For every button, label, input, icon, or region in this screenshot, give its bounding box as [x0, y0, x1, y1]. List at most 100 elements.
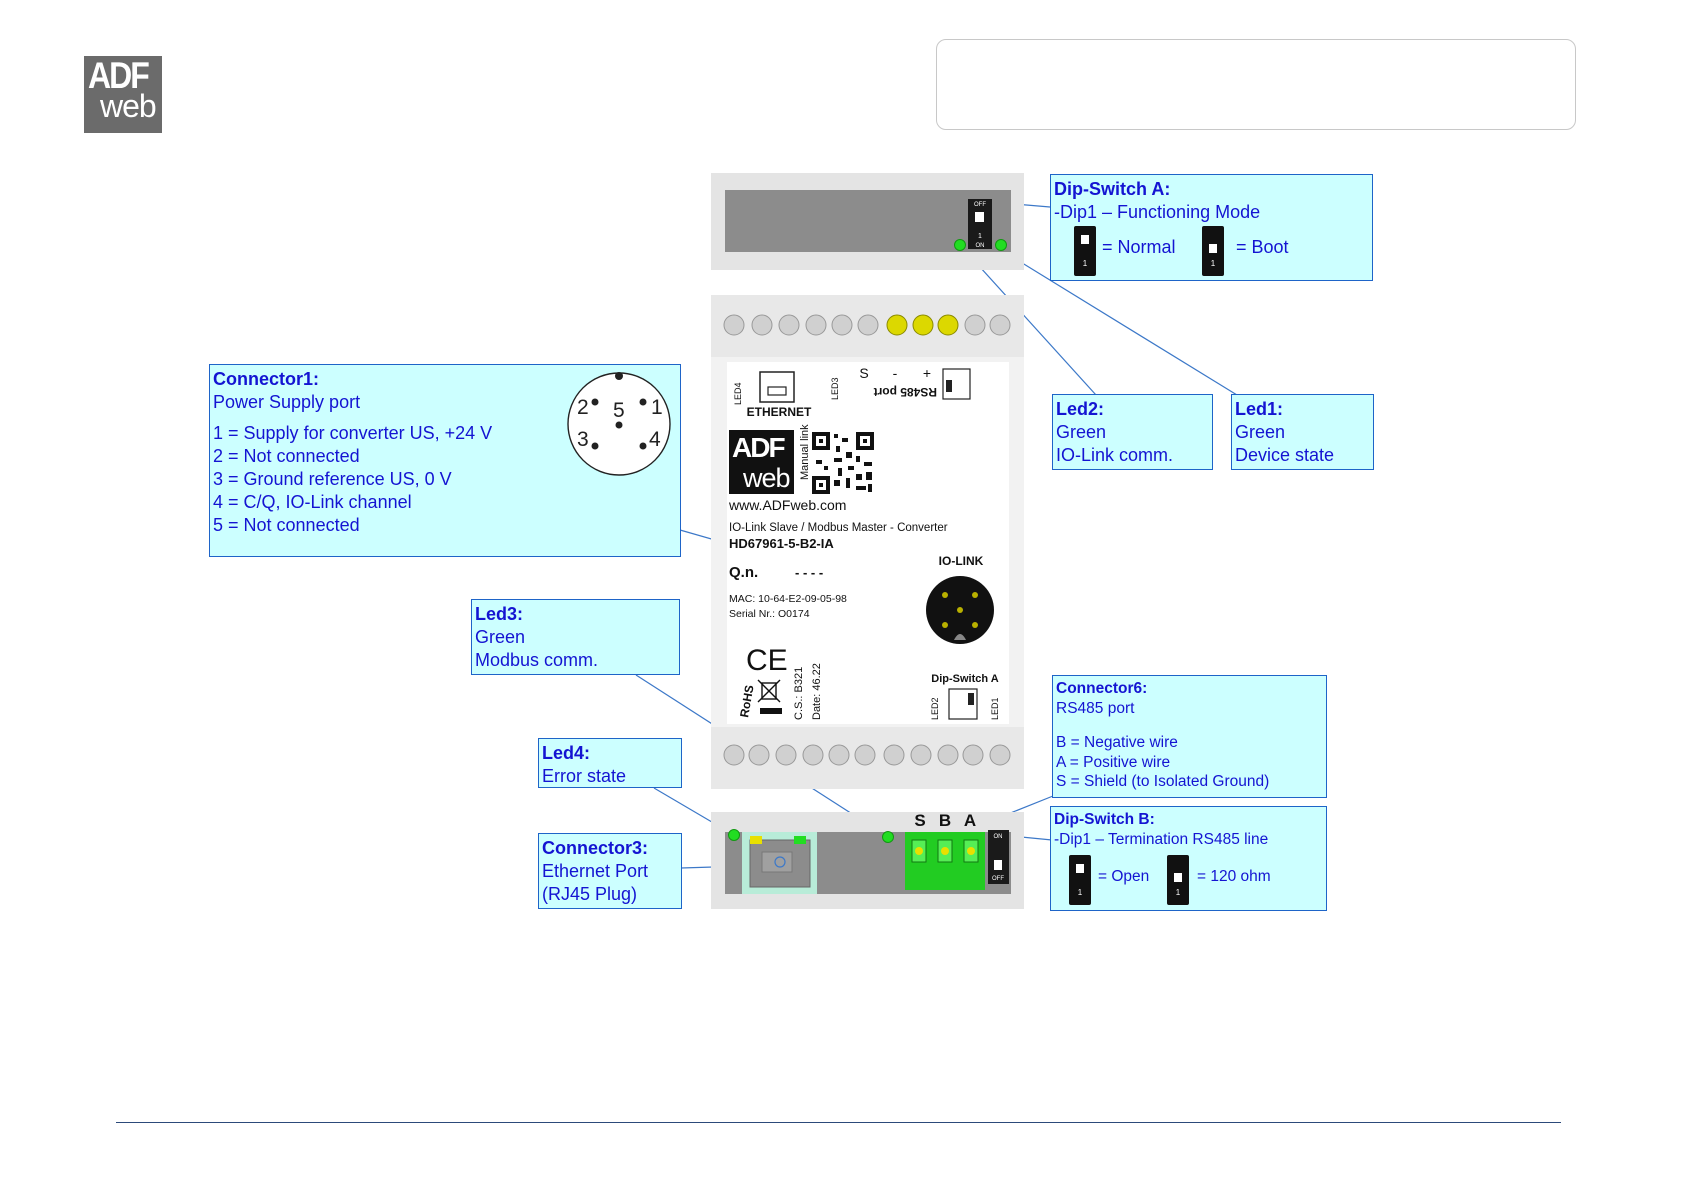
- dip-switch-b-device[interactable]: [988, 830, 1009, 884]
- connector1-pin2: 2 = Not connected: [213, 446, 360, 466]
- weee-bin-icon: [757, 679, 781, 703]
- led2-device-text: LED2: [930, 697, 940, 720]
- callout-led1: Led1: Green Device state: [1231, 394, 1374, 470]
- label-brand-logo: [729, 430, 794, 494]
- connector6-line1: RS485 port: [1056, 699, 1135, 717]
- dip-a-one-text: 1: [978, 233, 982, 240]
- led3-line2: Modbus comm.: [475, 650, 599, 670]
- dip-switch-a-knob: [975, 212, 984, 222]
- rohs-text: RoHS: [737, 684, 756, 719]
- connector6-line4: S = Shield (to Isolated Ground): [1056, 773, 1270, 790]
- led3-indicator: [882, 831, 894, 843]
- label-brand-adf: ADF: [732, 432, 785, 463]
- connector3-title: Connector3:: [542, 838, 649, 858]
- rs485-port-text: RS485 port: [874, 385, 937, 399]
- led3-device-text: LED3: [830, 377, 840, 400]
- serial-text: Serial Nr.: O0174: [729, 608, 810, 620]
- connector1-pin3: 3 = Ground reference US, 0 V: [213, 469, 452, 489]
- callout-led4: Led4: Error state: [538, 738, 682, 788]
- callout-connector3: Connector3: Ethernet Port (RJ45 Plug): [538, 833, 682, 909]
- dip-b-ohm-text: = 120 ohm: [1197, 868, 1271, 885]
- manual-link-text: Manual link: [799, 424, 811, 480]
- dip-switch-a-top[interactable]: [968, 199, 992, 249]
- dip-a-legend: 1 = Normal 1 = Boot: [1054, 224, 1369, 276]
- connector1-pin4: 4 = C/Q, IO-Link channel: [213, 492, 412, 512]
- mac-text: MAC: 10-64-E2-09-05-98: [729, 593, 847, 605]
- led1-device-text: LED1: [990, 697, 1000, 720]
- dip-switch-a-label-text: Dip-Switch A: [931, 673, 998, 685]
- svg-text:1: 1: [1211, 259, 1216, 268]
- cs-text: C.S.: B321: [793, 667, 805, 720]
- connector3-line1: Ethernet Port: [542, 861, 649, 881]
- qn-value-text: - - - -: [795, 565, 823, 580]
- callout-connector1: Connector1: Power Supply port 1 = Supply…: [209, 364, 681, 557]
- pin2-label: 2: [577, 396, 589, 419]
- led1-title: Led1:: [1235, 399, 1284, 419]
- rs485-s-text: S: [859, 365, 868, 381]
- dip-b-title: Dip-Switch B:: [1054, 811, 1155, 828]
- led4-indicator: [728, 829, 740, 841]
- led3-title: Led3:: [475, 604, 524, 624]
- led1-line2: Device state: [1235, 445, 1335, 465]
- product-desc-text: IO-Link Slave / Modbus Master - Converte…: [729, 522, 948, 534]
- connector1-title: Connector1:: [213, 369, 320, 389]
- terminal-a-text: A: [964, 811, 976, 830]
- led3-line1: Green: [475, 627, 526, 647]
- callout-dip-switch-a: Dip-Switch A: -Dip1 – Functioning Mode 1…: [1050, 174, 1373, 281]
- led1-line1: Green: [1235, 422, 1286, 442]
- dip-b-line1: -Dip1 – Termination RS485 line: [1054, 830, 1269, 848]
- callout-connector6: Connector6: RS485 port B = Negative wire…: [1052, 675, 1327, 798]
- dip-a-off-text: OFF: [974, 202, 986, 208]
- dip-a-boot-text: = Boot: [1236, 237, 1289, 257]
- dip-a-normal-text: = Normal: [1102, 237, 1176, 257]
- connector6-line2: B = Negative wire: [1056, 734, 1178, 751]
- led2-indicator: [954, 239, 966, 251]
- m12-pinout-icon: 1 2 3 4 5: [567, 372, 671, 476]
- lower-screws: [723, 744, 1011, 766]
- date-text: Date: 46.22: [811, 663, 823, 720]
- dip-b-on-text: ON: [994, 834, 1003, 840]
- dip-a-title: Dip-Switch A:: [1054, 179, 1171, 199]
- led2-line1: Green: [1056, 422, 1107, 442]
- dip-b-legend: 1 = Open 1 = 120 ohm: [1054, 849, 1323, 905]
- callout-dip-switch-b: Dip-Switch B: -Dip1 – Termination RS485 …: [1050, 806, 1327, 911]
- dip-b-off-text: OFF: [992, 876, 1004, 882]
- callout-led2: Led2: Green IO-Link comm.: [1052, 394, 1213, 470]
- pin4-label: 4: [649, 428, 661, 451]
- connector6-line3: A = Positive wire: [1056, 753, 1171, 771]
- connector1-pin1: 1 = Supply for converter US, +24 V: [213, 423, 493, 443]
- ethernet-text: ETHERNET: [747, 405, 812, 419]
- switch-boot-icon: 1: [1202, 226, 1224, 276]
- iolink-text: IO-LINK: [939, 554, 984, 568]
- dip-a-on-text: ON: [976, 243, 985, 249]
- device-label-sticker: [727, 362, 1009, 724]
- led1-indicator: [995, 239, 1007, 251]
- upper-screws: [723, 314, 1011, 336]
- pin3-label: 3: [577, 428, 589, 451]
- switch-120ohm-icon: 1: [1167, 855, 1189, 905]
- qr-code-icon: [812, 432, 874, 494]
- connector1-subtitle: Power Supply port: [213, 392, 361, 412]
- ce-mark-text: CE: [746, 644, 788, 677]
- rs485-minus-text: -: [893, 365, 898, 381]
- led2-line2: IO-Link comm.: [1056, 445, 1174, 465]
- switch-open-icon: 1: [1069, 855, 1091, 905]
- connector3-line2: (RJ45 Plug): [542, 884, 638, 904]
- svg-text:1: 1: [1176, 888, 1181, 897]
- footer-divider: [116, 1122, 1561, 1123]
- ethernet-port-icon: [759, 371, 795, 403]
- header-title-box: [936, 39, 1576, 130]
- led4-title: Led4:: [542, 743, 591, 763]
- callout-led3: Led3: Green Modbus comm.: [471, 599, 680, 675]
- label-brand-web: web: [742, 463, 790, 493]
- product-code-text: HD67961-5-B2-IA: [729, 536, 834, 551]
- connector1-pin5: 5 = Not connected: [213, 515, 360, 535]
- pin5-label: 5: [613, 399, 625, 422]
- led2-title: Led2:: [1056, 399, 1105, 419]
- dip-b-open-text: = Open: [1098, 868, 1150, 885]
- led4-device-text: LED4: [733, 382, 743, 405]
- website-text: www.ADFweb.com: [728, 497, 846, 513]
- terminal-b-text: B: [939, 811, 951, 830]
- svg-text:1: 1: [1078, 888, 1083, 897]
